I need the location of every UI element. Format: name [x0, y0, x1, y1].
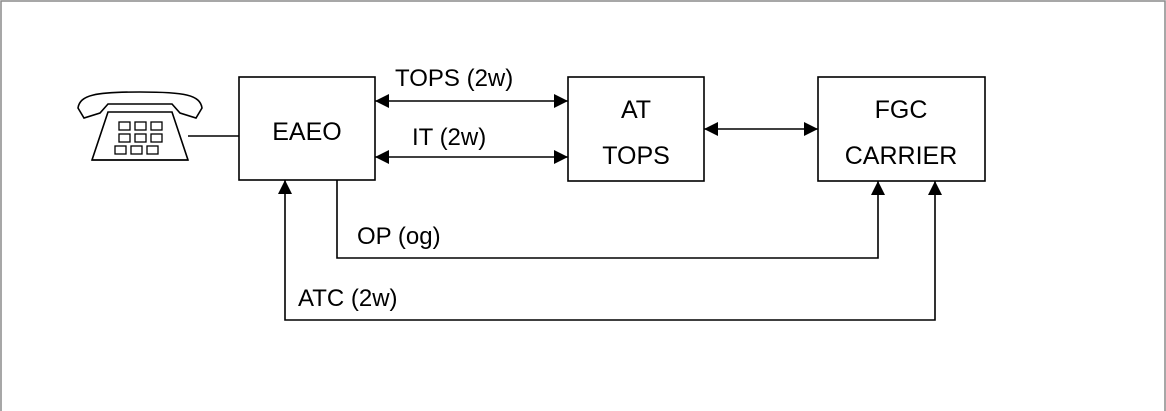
- at-tops-node: AT TOPS: [567, 76, 705, 182]
- tops-2w-label: TOPS (2w): [395, 65, 513, 92]
- eaeo-node: EAEO: [238, 76, 376, 181]
- it-2w-label: IT (2w): [412, 124, 486, 151]
- atc-2w-link: [278, 180, 942, 321]
- op-og-link: [336, 180, 885, 259]
- at-tops-label-line2: TOPS: [602, 142, 670, 170]
- fgc-carrier-node: FGC CARRIER: [817, 76, 986, 182]
- fgc-carrier-label-line1: FGC: [875, 96, 928, 124]
- atc-2w-label: ATC (2w): [298, 285, 398, 312]
- eaeo-label: EAEO: [272, 118, 341, 146]
- at-tops-label-line1: AT: [621, 96, 651, 124]
- op-og-label: OP (og): [357, 223, 441, 250]
- fgc-carrier-label-line2: CARRIER: [845, 142, 958, 170]
- telephone-icon: [77, 91, 203, 161]
